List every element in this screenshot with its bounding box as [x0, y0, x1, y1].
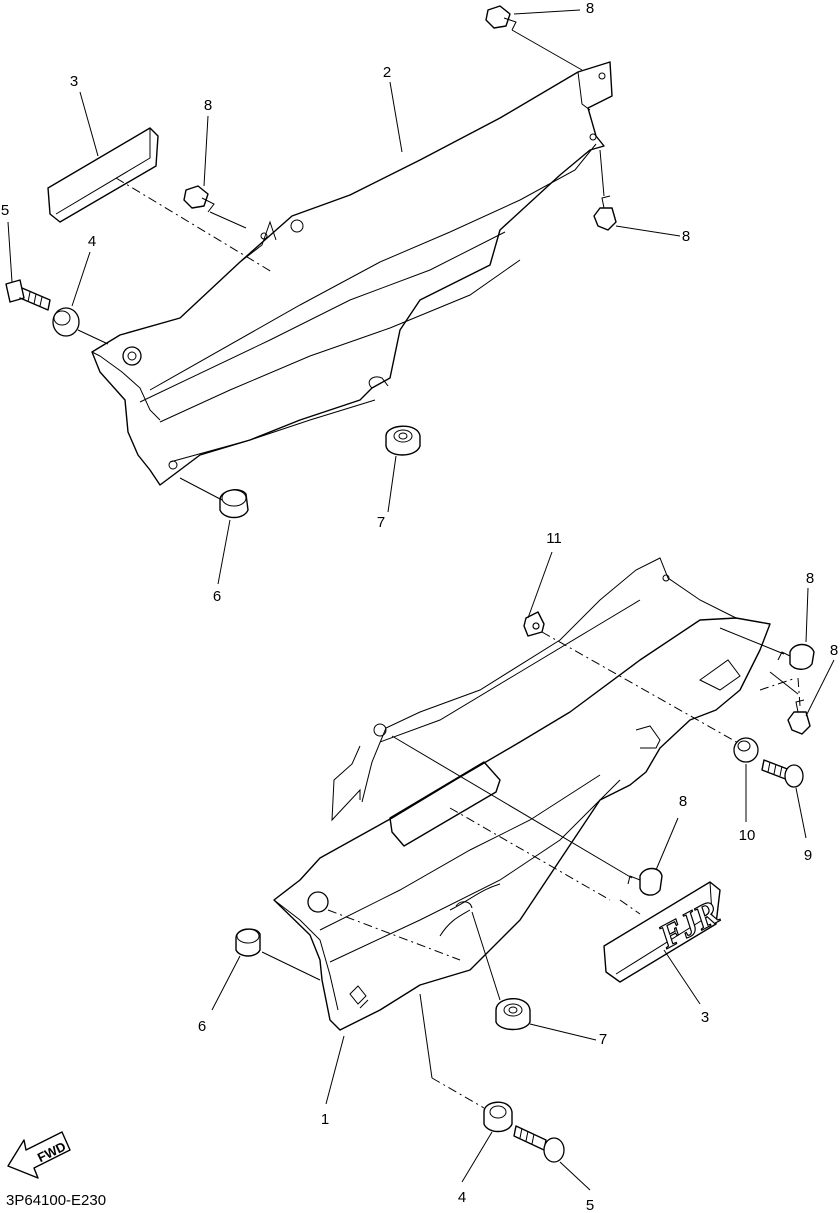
- emblem-plate-bottom: FJR: [603, 881, 726, 983]
- side-cover-2: [91, 61, 613, 486]
- callout-3-bottom: 3: [701, 1009, 709, 1026]
- emblem-plate-top: [47, 127, 159, 223]
- bolt-top: [5, 279, 51, 311]
- callout-4-bottom: 4: [458, 1189, 466, 1206]
- diagram-code: 3P64100-E230: [6, 1192, 106, 1209]
- callout-8-bot-b: 8: [830, 642, 838, 659]
- fwd-arrow-icon: FWD: [7, 1131, 71, 1179]
- emblem-logo-text: FJR: [652, 894, 725, 956]
- rivet-bot-c: [627, 867, 663, 896]
- callout-5-top: 5: [1, 202, 9, 219]
- side-cover-1: [273, 557, 771, 1031]
- rivet-bot-b: [787, 699, 811, 735]
- callout-6-top: 6: [213, 588, 221, 605]
- callout-6-bottom: 6: [198, 1018, 206, 1035]
- callout-8-top-c: 8: [682, 228, 690, 245]
- side-cover-1-mount: [389, 761, 501, 847]
- callout-7-top: 7: [377, 514, 385, 531]
- grommet-bottom: [495, 998, 531, 1031]
- collar-10: [733, 737, 759, 763]
- callout-9: 9: [804, 847, 812, 864]
- collar-bottom: [483, 1101, 513, 1133]
- callout-3-top: 3: [70, 73, 78, 90]
- rivet-bot-a: [777, 643, 815, 670]
- callout-8-top-a: 8: [586, 0, 594, 17]
- callout-8-bot-a: 8: [806, 570, 814, 587]
- callout-5-bottom: 5: [586, 1197, 594, 1213]
- callout-4-top: 4: [88, 233, 96, 250]
- rivet-top-b: [183, 185, 215, 213]
- callout-8-bot-c: 8: [679, 793, 687, 810]
- callout-1: 1: [321, 1111, 329, 1128]
- grommet-top: [385, 425, 421, 456]
- callout-2-top: 2: [383, 64, 391, 81]
- callout-10: 10: [739, 827, 756, 844]
- bracket-11: [523, 611, 545, 637]
- rivet-top-a: [485, 5, 517, 31]
- callout-7-bottom: 7: [599, 1031, 607, 1048]
- rivet-top-c: [593, 195, 617, 231]
- callout-8-top-b: 8: [204, 97, 212, 114]
- bolt-9: [761, 759, 804, 788]
- cap-top: [219, 489, 249, 519]
- bolt-bottom: [513, 1125, 565, 1163]
- collar-top: [52, 307, 80, 337]
- cap-bottom: [235, 928, 261, 957]
- callout-11: 11: [546, 530, 562, 547]
